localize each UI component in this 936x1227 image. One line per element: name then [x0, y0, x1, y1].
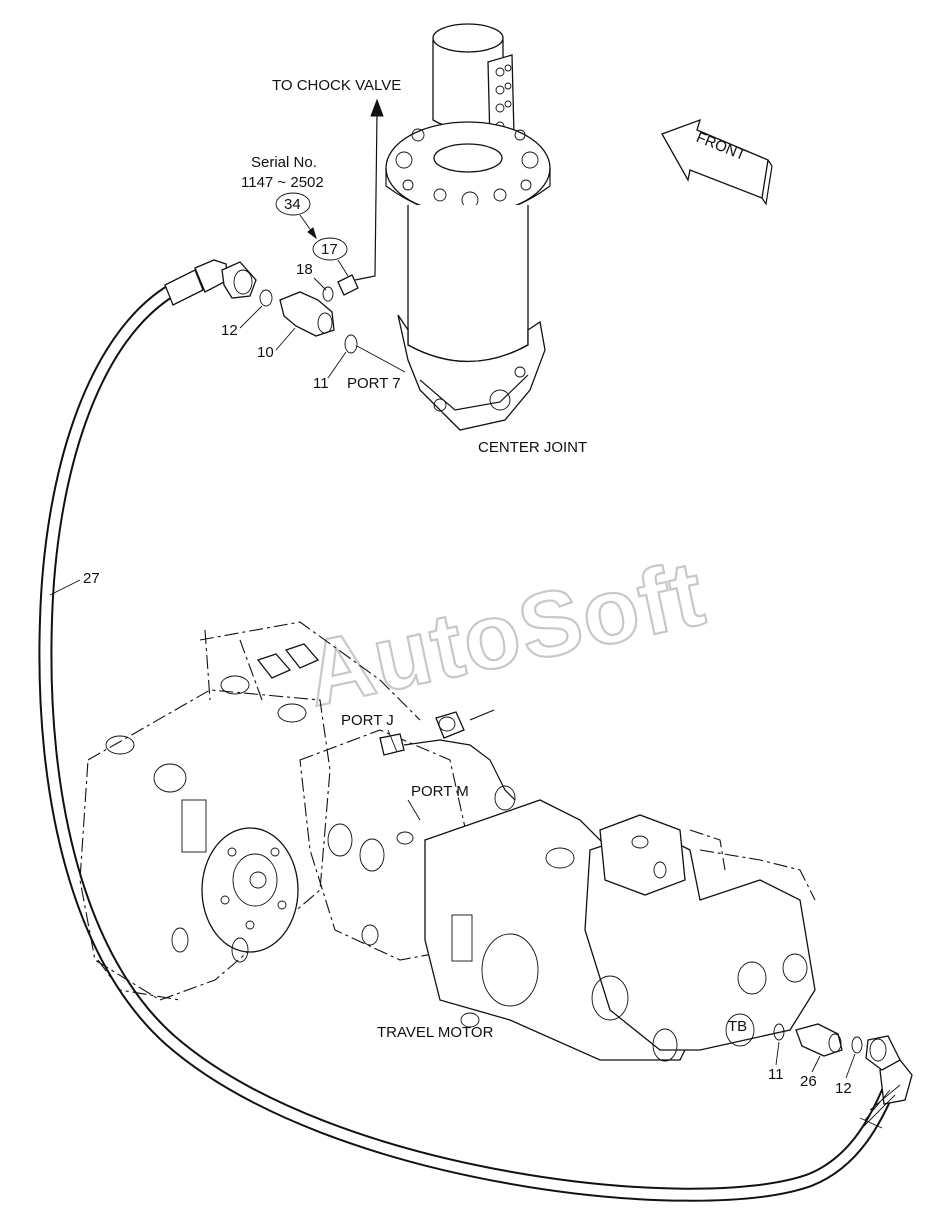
callout-18: 18 — [296, 261, 313, 278]
arrow-up-icon — [370, 98, 384, 117]
label-port-7: PORT 7 — [347, 375, 401, 392]
callout-27: 27 — [83, 570, 100, 587]
callout-26: 26 — [800, 1073, 817, 1090]
fitting-17 — [337, 274, 359, 296]
callout-34-bubble — [275, 192, 311, 216]
callout-11-bottom: 11 — [768, 1066, 784, 1083]
adapter-26 — [795, 1023, 843, 1057]
oring-18 — [322, 286, 334, 302]
oring-12-bottom — [851, 1036, 863, 1054]
leader-to-chock-valve — [354, 111, 378, 281]
front-arrow: FRONT — [661, 118, 773, 206]
callout-17-bubble — [312, 237, 348, 261]
adapter-10 — [279, 291, 335, 337]
callout-34: 34 — [284, 196, 301, 213]
label-travel-motor: TRAVEL MOTOR — [377, 1024, 494, 1041]
label-port-j: PORT J — [341, 712, 394, 729]
label-serial-range: 1147 ~ 2502 — [241, 174, 324, 191]
center-joint — [385, 23, 551, 431]
callout-17: 17 — [321, 241, 338, 258]
oring-11-bottom — [773, 1023, 785, 1041]
callout-12-top: 12 — [221, 322, 238, 339]
callout-11-top: 11 — [313, 375, 329, 392]
label-center-joint: CENTER JOINT — [478, 439, 587, 456]
oring-12-top — [259, 289, 273, 307]
label-serial-no: Serial No. — [251, 154, 317, 171]
watermark: AutoSoft — [297, 542, 714, 726]
callout-12-bottom: 12 — [835, 1080, 852, 1097]
label-tb: TB — [728, 1018, 747, 1035]
callout-10: 10 — [257, 344, 274, 361]
label-port-m: PORT M — [411, 783, 469, 800]
oring-11-top — [344, 334, 358, 354]
travel-motor — [79, 621, 816, 1062]
label-to-chock-valve: TO CHOCK VALVE — [272, 77, 401, 94]
hose-27 — [38, 259, 913, 1202]
